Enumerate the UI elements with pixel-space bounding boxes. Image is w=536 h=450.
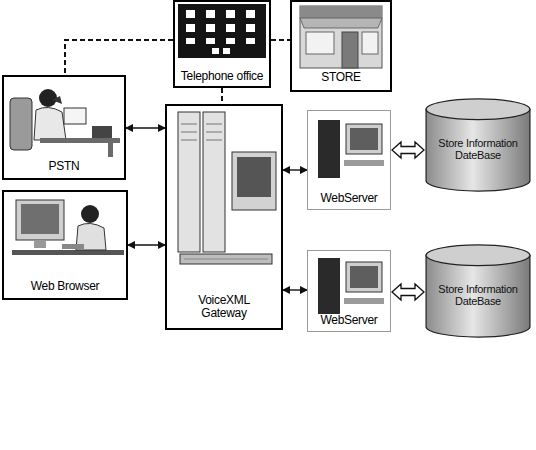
telephone-line bbox=[271, 39, 290, 41]
equipment-box: VoiceXML Gateway bbox=[165, 104, 283, 330]
equipment-box: STORE bbox=[290, 0, 392, 92]
data-connector bbox=[283, 169, 307, 170]
data-connector bbox=[126, 127, 165, 128]
data-connector bbox=[283, 289, 307, 290]
data-connector bbox=[128, 244, 165, 245]
node-label: Telephone office bbox=[179, 70, 265, 83]
telephone-line bbox=[221, 88, 223, 104]
node-label: Web Browser bbox=[29, 280, 102, 293]
database-node: Store Information DateBase bbox=[425, 244, 531, 338]
equipment-box: WebServer bbox=[307, 250, 391, 332]
telephone-line bbox=[65, 40, 173, 75]
database-label: Store Information DateBase bbox=[428, 137, 528, 161]
equipment-box: WebServer bbox=[307, 110, 391, 210]
node-label: WebServer bbox=[318, 192, 379, 205]
data-connector bbox=[392, 142, 424, 158]
database-node: Store Information DateBase bbox=[425, 98, 531, 192]
equipment-box: Telephone office bbox=[173, 0, 271, 88]
node-label: WebServer bbox=[318, 314, 379, 327]
node-label: STORE bbox=[319, 71, 363, 84]
equipment-box: Web Browser bbox=[2, 190, 128, 300]
data-connector bbox=[392, 284, 424, 300]
database-label: Store Information DateBase bbox=[428, 283, 528, 307]
node-label: PSTN bbox=[47, 160, 82, 173]
equipment-box: PSTN bbox=[2, 75, 126, 180]
node-label: VoiceXML Gateway bbox=[182, 294, 266, 320]
